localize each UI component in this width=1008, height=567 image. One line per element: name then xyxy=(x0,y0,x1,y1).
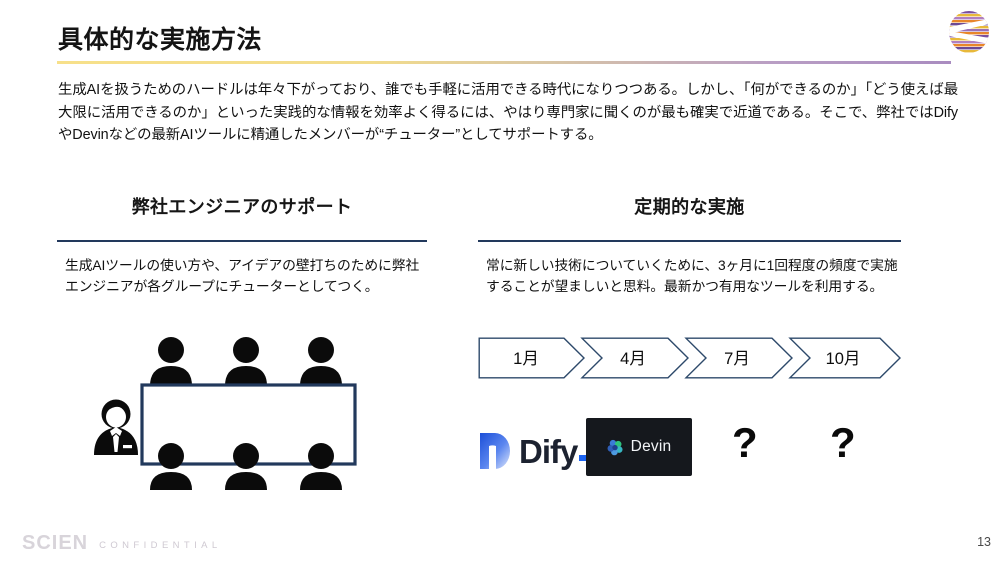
title-underline-rule xyxy=(57,61,951,64)
chevron-step-1 xyxy=(478,337,585,379)
devin-logo: Devin xyxy=(586,418,692,476)
footer-confidential-label: CONFIDENTIAL xyxy=(99,539,222,551)
dify-logo: Dify xyxy=(478,427,595,475)
column-divider-right xyxy=(478,240,901,242)
chevron-label-1: 1月 xyxy=(513,350,539,368)
page-number: 13 xyxy=(977,535,991,549)
person-front-2 xyxy=(225,443,267,490)
column-heading-left: 弊社エンジニアのサポート xyxy=(131,197,353,217)
illustration-people-front-row xyxy=(150,443,342,490)
devin-wordmark: Devin xyxy=(630,438,672,455)
person-front-1 xyxy=(150,443,192,490)
intro-paragraph: 生成AIを扱うためのハードルは年々下がっており、誰でも手軽に活用できる時代になり… xyxy=(58,82,958,143)
person-back-2 xyxy=(225,337,267,386)
illustration-people-back-row xyxy=(150,337,342,386)
chevron-label-2: 4月 xyxy=(620,350,646,368)
meeting-illustration xyxy=(92,332,382,490)
person-back-1 xyxy=(150,337,192,386)
placeholder-question-mark-1: ? xyxy=(732,419,758,466)
page-title: 具体的な実施方法 xyxy=(58,26,263,54)
chevron-step-2 xyxy=(580,337,689,379)
column-divider-left xyxy=(57,240,427,242)
dify-wordmark-text: Dify xyxy=(519,432,578,470)
column-heading-right: 定期的な実施 xyxy=(634,197,745,217)
column-body-left: 生成AIツールの使い方や、アイデアの壁打ちのために弊社エンジニアが各グループにチ… xyxy=(65,257,420,294)
chevron-step-3 xyxy=(684,337,793,379)
footer-logotype: SCIEN xyxy=(22,532,89,554)
schedule-chevron-timeline: 1月 4月 7月 10月 xyxy=(478,337,902,379)
column-regular-cadence: 定期的な実施 常に新しい技術についていくために、3ヶ月に1回程度の頻度で実施する… xyxy=(478,193,901,297)
footer-brand: SCIEN CONFIDENTIAL xyxy=(22,533,222,553)
dify-wordmark: Dify xyxy=(519,432,595,470)
chevron-step-4 xyxy=(788,337,901,379)
dify-mark-icon xyxy=(478,431,512,471)
column-engineer-support: 弊社エンジニアのサポート 生成AIツールの使い方や、アイデアの壁打ちのために弊社… xyxy=(57,193,427,297)
person-front-3 xyxy=(300,443,342,490)
chevron-label-3: 7月 xyxy=(724,350,750,368)
company-globe-logo xyxy=(942,8,996,56)
ai-tools-logo-row: Dify Devin ? ? xyxy=(478,418,902,488)
placeholder-question-mark-2: ? xyxy=(830,419,856,466)
tutor-figure xyxy=(94,399,138,455)
chevron-label-4: 10月 xyxy=(826,350,861,368)
column-body-right: 常に新しい技術についていくために、3ヶ月に1回程度の頻度で実施することが望ましい… xyxy=(486,257,898,294)
person-back-3 xyxy=(300,337,342,386)
devin-mark-icon xyxy=(607,439,624,456)
